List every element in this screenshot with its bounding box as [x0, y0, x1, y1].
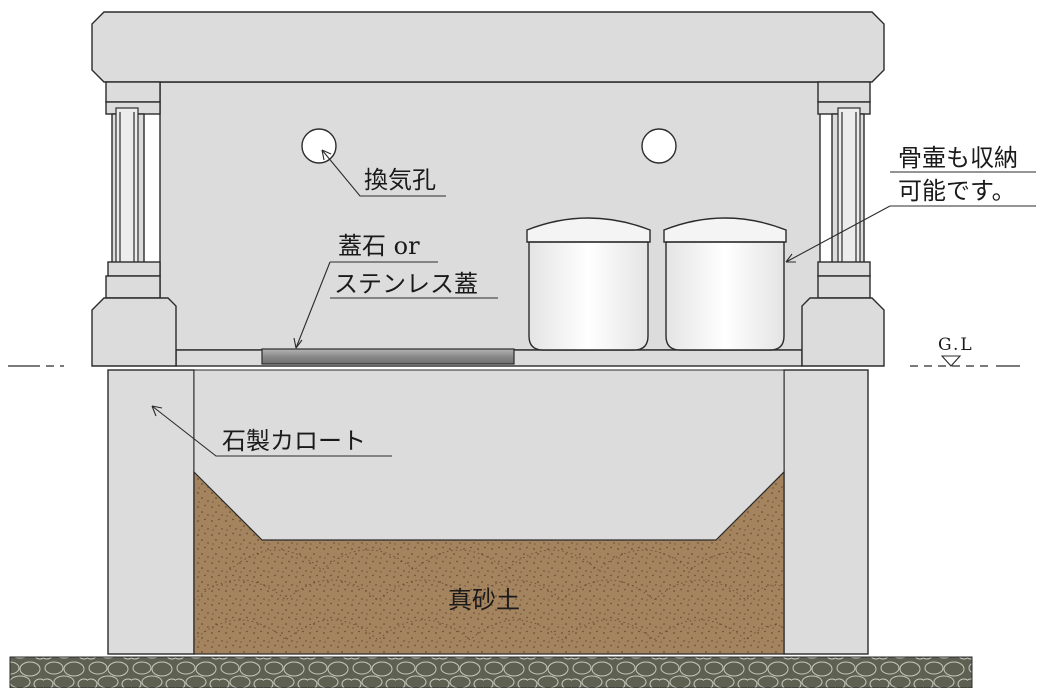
leader-lines	[151, 149, 1036, 457]
ventilation-hole-right	[641, 128, 677, 164]
urn-note-line2: 可能です。	[898, 177, 1016, 205]
karoto-label: 石製カロート	[222, 427, 366, 455]
steel-lid	[261, 348, 515, 365]
lid-label-line1: 蓋石 or	[338, 232, 420, 260]
urn-note-line1: 骨壷も収納	[898, 144, 1018, 172]
roof-slab	[91, 11, 885, 83]
urn-right	[663, 217, 787, 351]
right-pillar	[801, 81, 885, 367]
karoto-left-wall	[107, 369, 195, 655]
ventilation-hole-left	[301, 128, 337, 164]
karoto-right-wall	[783, 369, 869, 655]
lid-label-line2: ステンレス蓋	[334, 270, 478, 298]
gravel-base	[9, 656, 973, 688]
left-pillar	[91, 81, 177, 367]
soil-label: 真砂土	[448, 586, 520, 614]
ground-level-label: G.L	[938, 335, 974, 355]
ventilation-hole-label: 換気孔	[364, 166, 436, 194]
soil-arcs	[193, 549, 785, 641]
soil-fill	[193, 470, 785, 655]
urn-left	[526, 217, 651, 351]
